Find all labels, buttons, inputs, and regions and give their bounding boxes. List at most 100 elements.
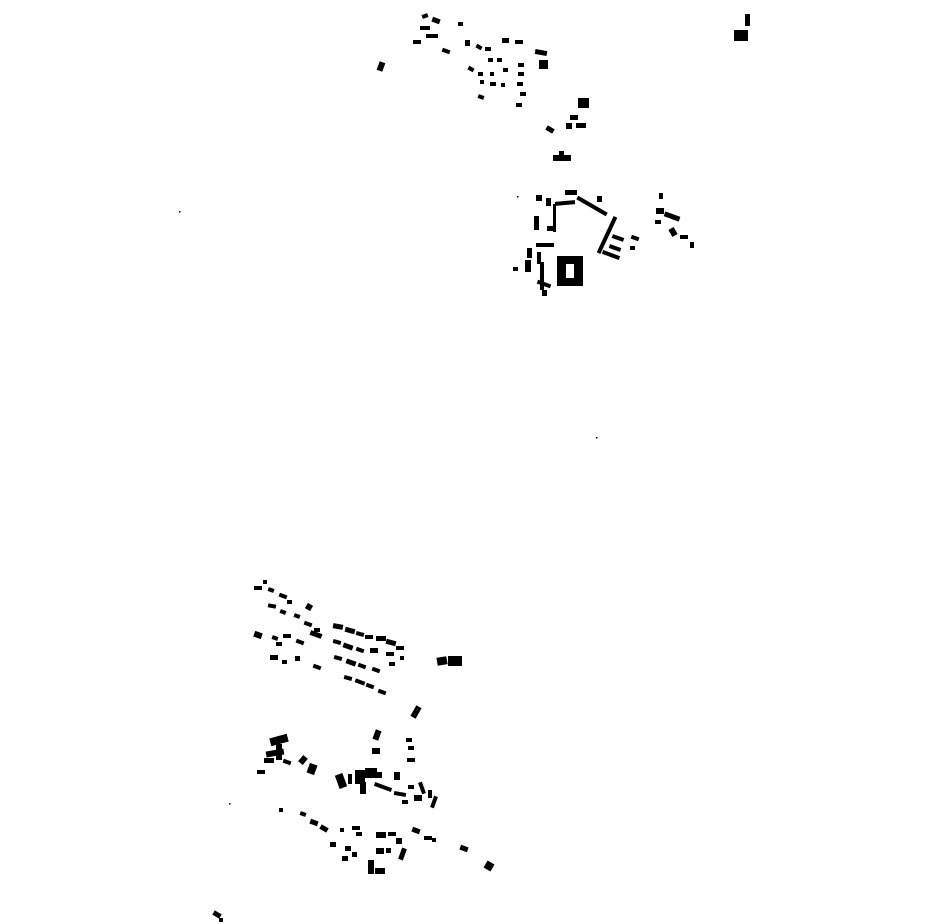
- building: [566, 123, 572, 129]
- building: [459, 844, 469, 853]
- building: [376, 61, 386, 72]
- building: [388, 832, 396, 836]
- building: [576, 123, 586, 128]
- building: [601, 250, 621, 260]
- building: [333, 655, 343, 661]
- building: [334, 773, 348, 789]
- building: [276, 642, 282, 646]
- building: [680, 235, 688, 239]
- building: [547, 226, 553, 231]
- building: [690, 242, 694, 248]
- building: [372, 748, 380, 754]
- building: [400, 656, 404, 660]
- building: [414, 795, 422, 801]
- building: [345, 658, 357, 667]
- building: [545, 125, 555, 134]
- building: [340, 828, 344, 832]
- building: [483, 860, 495, 872]
- building: [426, 34, 438, 38]
- building: [503, 68, 508, 72]
- building: [536, 195, 542, 201]
- building: [420, 26, 430, 30]
- building: [540, 262, 544, 290]
- building: [441, 47, 451, 55]
- building: [655, 220, 661, 224]
- building: [630, 234, 640, 242]
- building: [265, 748, 285, 758]
- building: [375, 868, 385, 874]
- building: [406, 738, 412, 742]
- building: [270, 655, 278, 660]
- building: [319, 824, 329, 833]
- building: [430, 795, 438, 809]
- building: [279, 609, 287, 615]
- building: [424, 836, 432, 840]
- building: [663, 211, 681, 222]
- map-dot: [596, 437, 598, 439]
- building: [352, 852, 357, 857]
- building: [431, 16, 441, 25]
- building: [352, 826, 360, 830]
- building: [553, 204, 556, 232]
- building: [418, 781, 426, 795]
- building: [312, 663, 322, 671]
- building: [314, 628, 320, 632]
- building: [536, 279, 552, 289]
- building: [370, 648, 378, 653]
- building: [410, 705, 422, 719]
- building: [330, 842, 336, 847]
- building: [458, 22, 463, 26]
- building: [490, 72, 494, 76]
- map-dot: [517, 196, 519, 198]
- building: [343, 675, 353, 681]
- building: [407, 758, 415, 762]
- building: [488, 58, 493, 62]
- building: [365, 682, 375, 690]
- building: [428, 790, 432, 798]
- building: [287, 600, 292, 604]
- building: [332, 623, 344, 630]
- building: [283, 634, 291, 638]
- building: [475, 43, 483, 51]
- building: [539, 60, 548, 69]
- building: [465, 40, 470, 46]
- building: [515, 40, 523, 44]
- building: [354, 678, 366, 686]
- building: [278, 592, 288, 600]
- building: [408, 746, 414, 750]
- building: [376, 636, 386, 641]
- building: [394, 772, 400, 780]
- building: [734, 30, 748, 41]
- building: [304, 602, 314, 612]
- building: [282, 758, 292, 766]
- building: [357, 662, 367, 670]
- building: [502, 38, 509, 43]
- building: [393, 790, 407, 798]
- building: [396, 838, 402, 844]
- building: [525, 260, 531, 272]
- building: [368, 860, 374, 874]
- building: [344, 626, 356, 635]
- building: [342, 642, 354, 651]
- building: [376, 848, 384, 854]
- map-dot: [179, 211, 181, 213]
- building: [332, 639, 342, 645]
- building: [386, 652, 394, 656]
- building: [267, 603, 277, 609]
- buildings-layer: [179, 13, 750, 922]
- building: [501, 83, 505, 87]
- building: [576, 195, 608, 217]
- building: [269, 733, 289, 747]
- building: [477, 94, 485, 100]
- building: [295, 656, 300, 661]
- building: [542, 290, 547, 296]
- building: [365, 635, 373, 639]
- building: [212, 910, 222, 919]
- building: [377, 688, 387, 696]
- building: [517, 82, 523, 86]
- building: [264, 758, 274, 763]
- building: [570, 115, 578, 120]
- building: [365, 768, 377, 778]
